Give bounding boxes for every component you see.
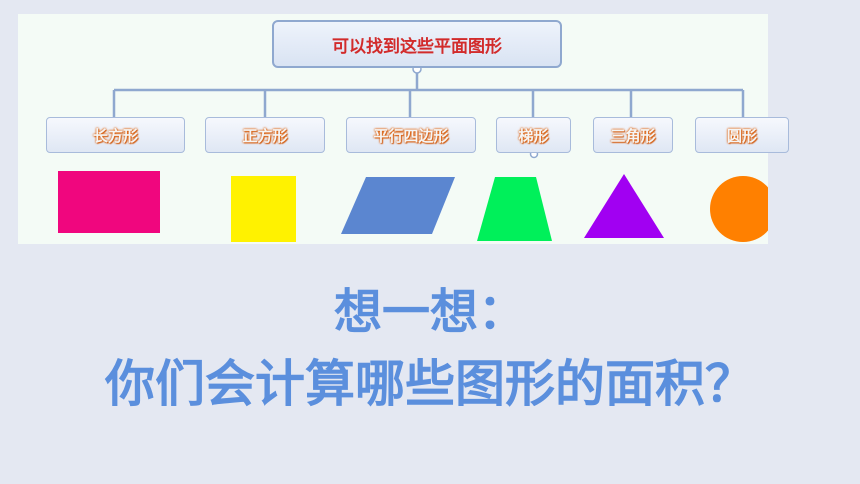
node-parallelogram: 平行四边形 — [346, 117, 476, 153]
triangle-shape — [584, 174, 664, 238]
rectangle-shape — [58, 171, 160, 233]
square-shape — [231, 176, 296, 242]
connector-lines — [58, 64, 768, 242]
circle-shape — [710, 176, 768, 242]
node-triangle: 三角形 — [593, 117, 673, 153]
parallelogram-shape — [341, 177, 455, 234]
node-circle: 圆形 — [695, 117, 789, 153]
prompt-heading: 想一想： — [333, 284, 526, 340]
root-node: 可以找到这些平面图形 — [272, 20, 562, 68]
node-rectangle: 长方形 — [46, 117, 185, 153]
trapezoid-shape — [477, 177, 552, 241]
prompt-question: 你们会计算哪些图形的面积？ — [105, 355, 755, 413]
diagram-panel: 可以找到这些平面图形 长方形 正方形 平行四边形 梯形 三角形 圆形 — [18, 14, 789, 244]
node-square: 正方形 — [205, 117, 325, 153]
node-trapezoid: 梯形 — [496, 117, 571, 153]
